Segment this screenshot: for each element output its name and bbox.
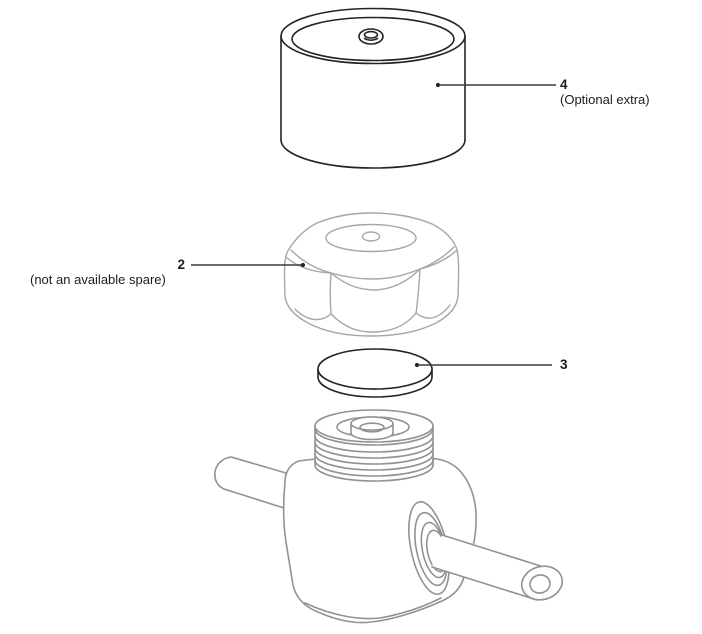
valve-right-tube (431, 534, 564, 602)
boss-center-hub (350, 416, 394, 441)
boss-threads (314, 428, 434, 477)
callout-2: 2 (not an available spare) (30, 257, 185, 288)
valve-drawing (214, 409, 564, 624)
disc-drawing (317, 348, 433, 398)
nut-hole (361, 231, 381, 242)
nut-drawing (283, 212, 460, 337)
callout-4-note: (Optional extra) (560, 92, 650, 107)
leader-line-4 (435, 82, 556, 88)
callout-3: 3 (560, 357, 568, 372)
valve-left-tube (214, 456, 287, 509)
callout-2-number: 2 (177, 257, 185, 272)
callout-3-number: 3 (560, 357, 568, 372)
callout-2-note: (not an available spare) (30, 272, 166, 287)
callout-4: 4 (Optional extra) (560, 77, 650, 108)
leader-line-2 (191, 262, 306, 268)
callout-4-number: 4 (560, 77, 568, 92)
cap-knob-icon (358, 28, 384, 45)
valve-bottom-crease (304, 597, 442, 620)
right-tube-bore (529, 574, 551, 594)
leader-line-3 (414, 362, 552, 368)
cap-drawing (280, 7, 466, 169)
valve-thread-boss (314, 409, 434, 482)
